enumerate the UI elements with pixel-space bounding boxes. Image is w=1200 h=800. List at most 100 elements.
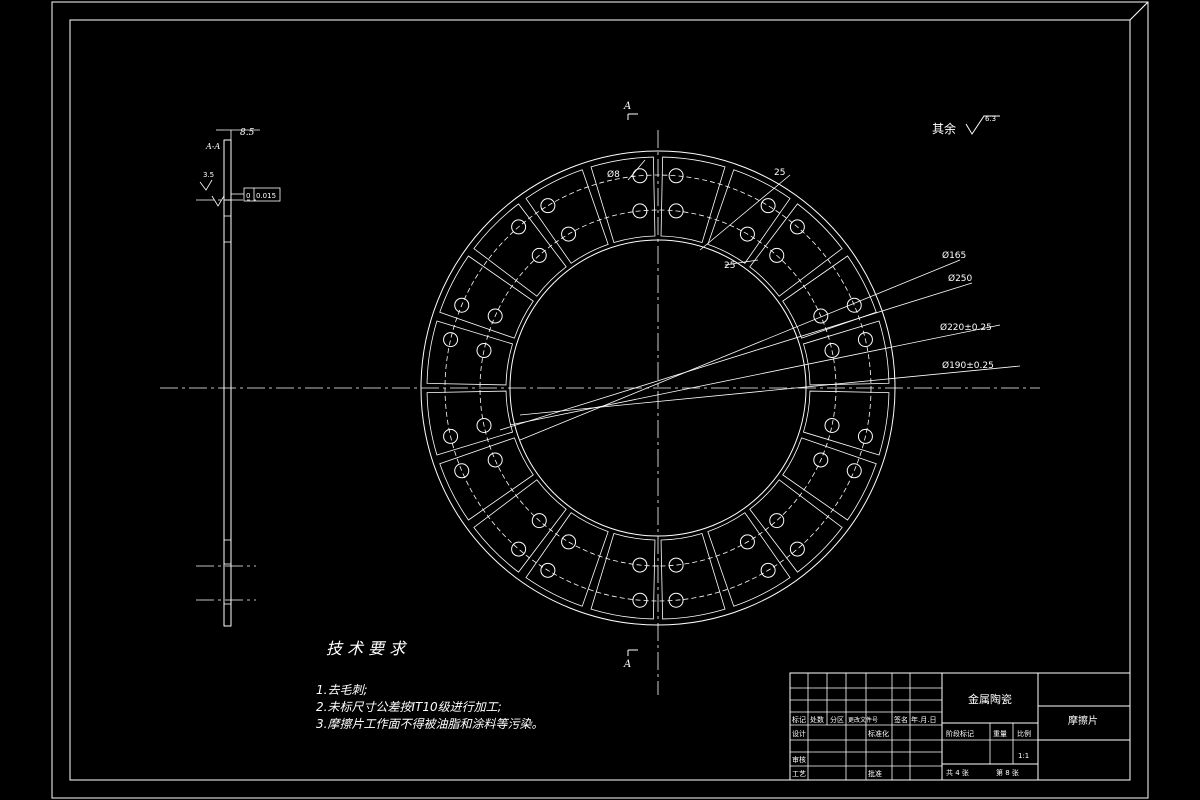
tech-req-item-2: 2.未标尺寸公差按IT10级进行加工; <box>316 700 502 714</box>
process-label: 工艺 <box>792 770 806 778</box>
friction-segment <box>439 437 534 521</box>
rivet-hole <box>824 417 840 433</box>
review-label: 审核 <box>792 755 806 764</box>
rivet-hole <box>511 541 527 557</box>
friction-segment <box>525 512 609 607</box>
title-block <box>789 672 1131 781</box>
friction-segment <box>802 320 890 386</box>
roughness-symbol <box>965 115 1000 135</box>
rivet-hole <box>443 428 459 444</box>
rivet-holes <box>443 168 873 608</box>
rivet-hole <box>760 198 776 214</box>
tech-req-item-3: 3.摩擦片工作面不得被油脂和涂料等污染。 <box>316 717 543 731</box>
thickness-dim: 8.5 <box>240 128 255 138</box>
friction-segment <box>426 320 514 386</box>
dim-d2: Ø250 <box>948 273 973 284</box>
tech-req-title: 技 术 要 求 <box>326 639 407 658</box>
rivet-hole <box>476 343 492 359</box>
rivet-hole <box>454 463 470 479</box>
rivet-hole <box>540 198 556 214</box>
rivet-hole <box>561 226 577 242</box>
rivet-hole <box>632 557 648 573</box>
material: 金属陶瓷 <box>968 692 1012 706</box>
rivet-hole <box>857 332 873 348</box>
hdr-sign: 签名 <box>894 715 908 724</box>
hdr-zone: 分区 <box>830 715 844 724</box>
outer-circle <box>420 150 896 626</box>
rivet-hole <box>487 452 503 468</box>
hdr-docno: 更改文件号 <box>848 716 878 724</box>
bolt-circle-inner <box>479 209 837 567</box>
dim-line-d2 <box>499 282 973 431</box>
friction-segment <box>473 479 567 573</box>
standard-label: 标准化 <box>868 729 889 738</box>
dim-w1: 25 <box>774 168 785 178</box>
rivet-hole <box>789 219 805 235</box>
dim-d3: Ø220±0.25 <box>940 322 992 333</box>
section-marker-bottom: A <box>623 649 638 670</box>
dim-line-d4 <box>519 365 1021 416</box>
rivet-hole <box>813 308 829 324</box>
sheet-number: 第 8 张 <box>996 768 1019 777</box>
rivet-hole <box>561 534 577 550</box>
inner-frame <box>69 19 1131 781</box>
rivet-hole <box>632 592 648 608</box>
friction-segment <box>707 512 791 607</box>
tech-req-item-1: 1.去毛刺; <box>316 683 368 697</box>
friction-segment <box>749 479 843 573</box>
rivet-hole <box>789 541 805 557</box>
rivet-hole <box>824 343 840 359</box>
part-name: 摩擦片 <box>1068 714 1098 727</box>
rivet-hole <box>443 332 459 348</box>
rivet-hole <box>531 247 547 263</box>
rivet-hole <box>760 562 776 578</box>
rivet-hole <box>632 168 648 184</box>
friction-segment <box>707 169 791 264</box>
dim-line-w2 <box>724 259 759 266</box>
scale-value: 1:1 <box>1018 752 1029 760</box>
inner-circle <box>509 239 807 537</box>
rivet-hole <box>476 417 492 433</box>
friction-segment <box>590 532 656 620</box>
stage-label: 阶段标记 <box>946 729 974 738</box>
rivet-hole <box>454 297 470 313</box>
rivet-hole <box>739 226 755 242</box>
rivet-hole <box>846 297 862 313</box>
weight-label: 重量 <box>993 730 1007 738</box>
rivet-hole <box>769 513 785 529</box>
rivet-hole <box>739 534 755 550</box>
rivet-hole <box>668 203 684 219</box>
roughness-value: 6.3 <box>985 115 996 123</box>
section-view: 8.5 A-A 3.5 0 0.015 <box>196 128 281 627</box>
approve-label: 批准 <box>868 769 882 778</box>
rivet-hole <box>531 513 547 529</box>
dim-line-w1 <box>699 174 791 251</box>
dim-hole: Ø8 <box>607 169 620 180</box>
friction-segment <box>473 203 567 297</box>
dim-d4: Ø190±0.25 <box>942 360 994 371</box>
tolerance-value: 0.015 <box>256 192 276 200</box>
friction-segments <box>426 156 890 620</box>
small-dim: 3.5 <box>203 171 214 179</box>
rivet-hole <box>487 308 503 324</box>
friction-segment <box>802 390 890 456</box>
rivet-hole <box>813 452 829 468</box>
rivet-hole <box>769 247 785 263</box>
hdr-date: 年.月.日 <box>911 715 936 724</box>
dim-line-hole <box>627 159 646 181</box>
rivet-hole <box>632 203 648 219</box>
section-view-label: A-A <box>205 142 220 151</box>
friction-segment <box>426 390 514 456</box>
sheet-count: 共 4 张 <box>946 768 969 777</box>
roughness-prefix: 其余 <box>932 121 956 136</box>
scale-label: 比例 <box>1017 729 1031 738</box>
friction-disk-view <box>160 130 1040 695</box>
dim-w2: 25 <box>724 261 735 271</box>
dim-line-d1 <box>519 259 961 441</box>
bolt-circle-outer <box>444 174 872 602</box>
designer-label: 设计 <box>792 729 806 738</box>
section-letter-top: A <box>623 101 631 112</box>
rivet-hole <box>857 428 873 444</box>
friction-segment <box>590 156 656 244</box>
